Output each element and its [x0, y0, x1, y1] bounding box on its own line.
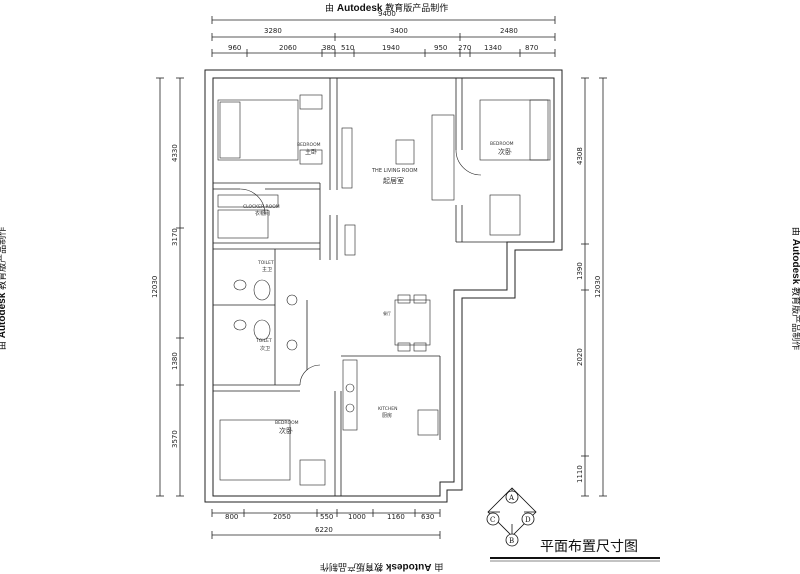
label-bedroom-master-en: BEDROOM — [297, 142, 321, 148]
dim-right-p1: 4308 — [576, 147, 584, 165]
room-labels: BEDROOM 主卧 THE LIVING ROOM 起居室 BEDROOM 次… — [243, 141, 514, 435]
dim-bottom-d4: 1000 — [348, 513, 366, 521]
dim-top-d2: 2060 — [279, 44, 297, 52]
compass-c: C — [490, 516, 495, 524]
dim-bottom-total: 6220 — [315, 526, 333, 534]
dim-top-d7: 270 — [458, 44, 471, 52]
dim-bottom-d3: 550 — [320, 513, 333, 521]
dim-left-p3: 1380 — [171, 352, 179, 370]
label-kitchen-en: KITCHEN — [378, 406, 398, 412]
dim-top-d8: 1340 — [484, 44, 502, 52]
label-bedroom-low-en: BEDROOM — [275, 420, 299, 426]
dimension-lines: 9400 3280 3400 2480 960 2060 380 510 194… — [151, 10, 607, 539]
dim-left-p2: 3170 — [171, 228, 179, 246]
dim-top-d4: 510 — [341, 44, 354, 52]
bed-lower — [219, 419, 291, 481]
compass-d: D — [525, 516, 531, 524]
outer-walls — [204, 69, 563, 503]
door-swing-3 — [455, 149, 482, 176]
dim-right-p2: 1390 — [576, 262, 584, 280]
dim-bottom-d1: 800 — [225, 513, 238, 521]
dim-left-p4: 3570 — [171, 430, 179, 448]
coffee-table — [395, 139, 415, 165]
dim-top-d3: 380 — [322, 44, 335, 52]
dim-bottom-d2: 2050 — [273, 513, 291, 521]
label-toilet1-en: TOILET — [257, 260, 274, 266]
bed-right — [479, 99, 551, 161]
dim-top-d6: 950 — [434, 44, 447, 52]
label-dining-cn: 餐厅 — [383, 310, 391, 316]
label-cloak-en: CLOCKER ROOM — [243, 204, 280, 210]
label-toilet1-cn: 主卫 — [262, 266, 272, 273]
sofa — [431, 114, 455, 201]
label-living-cn: 起居室 — [383, 176, 404, 185]
dim-top-d1: 960 — [228, 44, 241, 52]
label-cloak-cn: 衣帽间 — [255, 210, 270, 217]
dim-top-d9: 870 — [525, 44, 538, 52]
dim-top-mid-3: 2480 — [500, 27, 518, 35]
toilet-bowl-2 — [253, 319, 271, 341]
dining-table — [394, 299, 431, 346]
dim-bottom-d6: 630 — [421, 513, 434, 521]
door-swing-1 — [239, 188, 266, 215]
label-toilet2-en: TOILET — [255, 338, 272, 344]
tv-cabinet — [344, 224, 356, 256]
watermark-brand: Autodesk — [336, 3, 383, 14]
interior-walls — [213, 78, 507, 496]
label-bedroom-master-cn: 主卧 — [305, 148, 317, 156]
dim-right-p3: 2020 — [576, 348, 584, 366]
label-living-en: THE LIVING ROOM — [371, 168, 418, 174]
dim-right-p4: 1110 — [576, 465, 584, 483]
label-bedroom-right-en: BEDROOM — [490, 141, 514, 147]
watermark-suffix: 教育版产品制作 — [382, 4, 449, 14]
compass-symbol: A B C D — [486, 487, 537, 547]
label-toilet2-cn: 次卫 — [260, 345, 270, 352]
dim-bottom-d5: 1160 — [387, 513, 405, 521]
compass-b: B — [509, 537, 514, 545]
door-swing-2 — [299, 364, 321, 386]
furniture — [217, 94, 551, 486]
compass-a: A — [508, 494, 515, 502]
dim-top-d5: 1940 — [382, 44, 400, 52]
toilet-bowl-1 — [253, 279, 271, 301]
dim-left-p1: 4330 — [171, 144, 179, 162]
label-bedroom-right-cn: 次卧 — [498, 147, 512, 156]
label-bedroom-low-cn: 次卧 — [279, 426, 293, 435]
bed-master — [217, 99, 299, 161]
dim-top-total: 9400 — [378, 10, 396, 18]
label-kitchen-cn: 厨房 — [382, 412, 392, 419]
watermark-top: 由 Autodesk 教育版产品制作 — [325, 1, 448, 14]
dim-top-mid-2: 3400 — [390, 27, 408, 35]
drawing-title: 平面布置尺寸图 — [540, 539, 638, 555]
dim-right-total: 12030 — [594, 276, 602, 298]
dim-left-total: 12030 — [151, 276, 159, 298]
watermark-prefix: 由 — [325, 4, 337, 14]
dim-top-mid-1: 3280 — [264, 27, 282, 35]
